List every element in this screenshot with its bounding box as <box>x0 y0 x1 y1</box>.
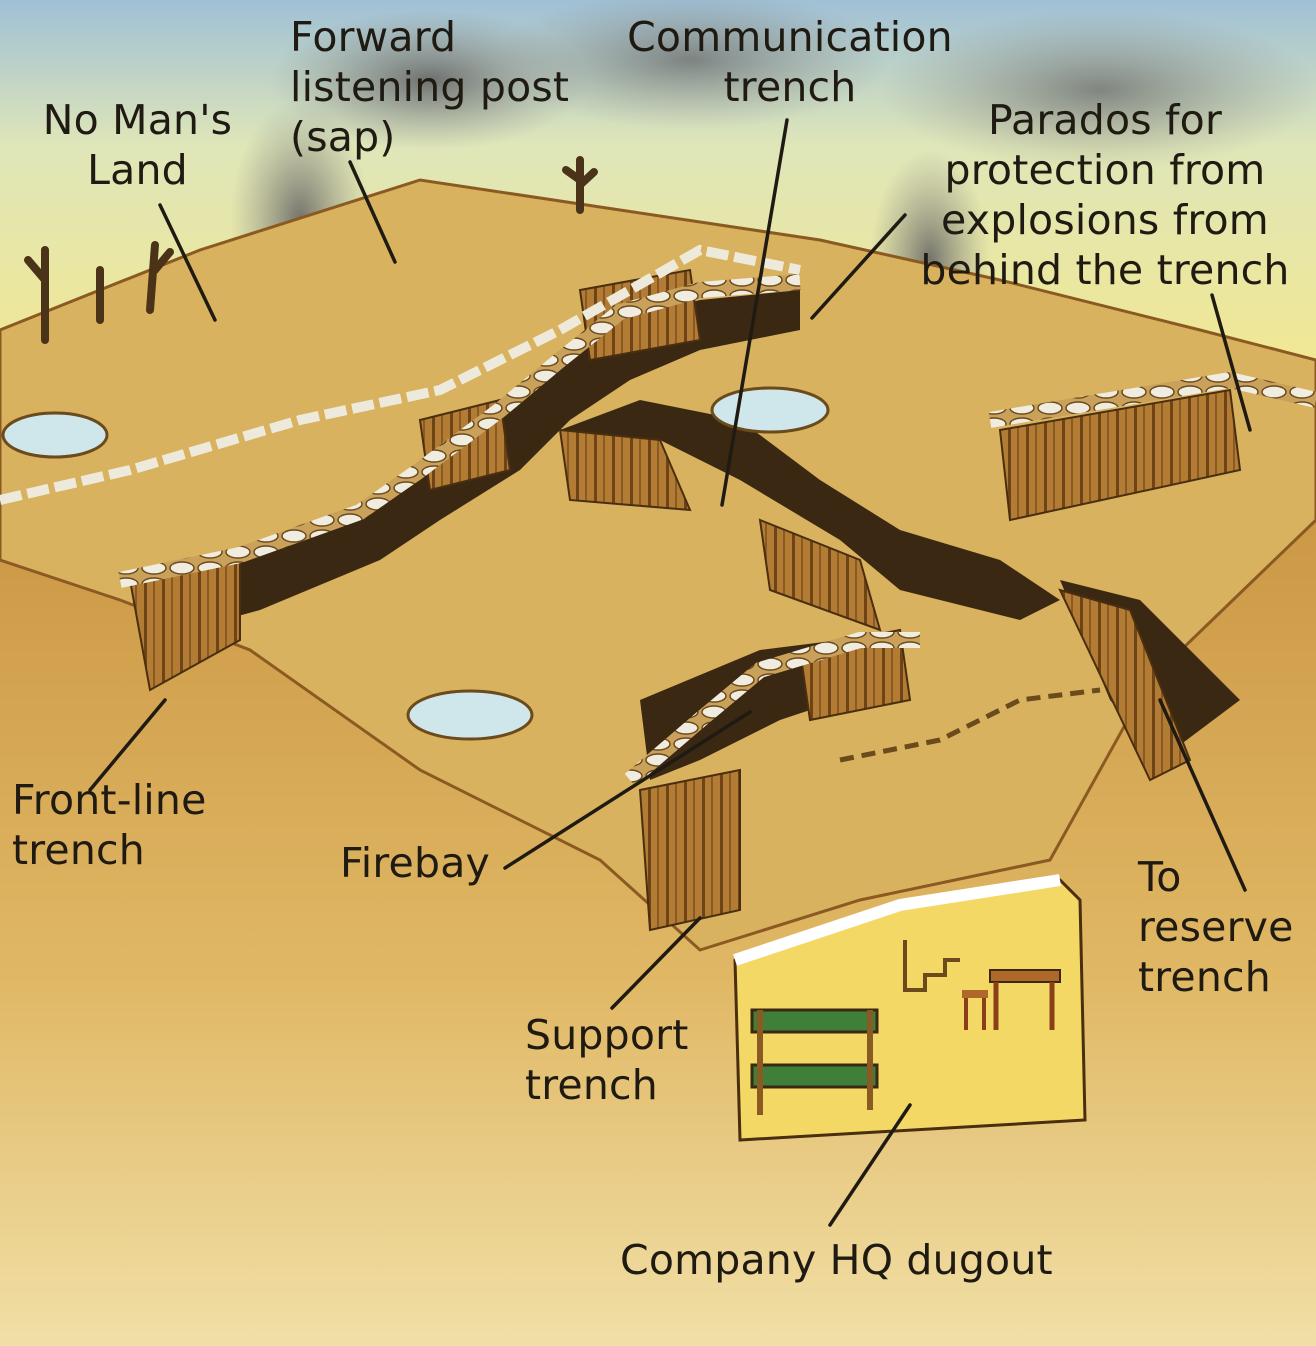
label-to-reserve-trench: To reserve trench <box>1138 852 1294 1002</box>
label-no-mans-land: No Man's Land <box>30 95 245 195</box>
label-front-line-trench: Front-line trench <box>12 775 207 875</box>
label-company-hq-dugout: Company HQ dugout <box>620 1235 1053 1285</box>
label-firebay: Firebay <box>340 838 490 888</box>
label-support-trench: Support trench <box>525 1010 688 1110</box>
label-parados: Parados for protection from explosions f… <box>900 95 1310 295</box>
label-forward-listening-post: Forward listening post (sap) <box>290 12 569 162</box>
